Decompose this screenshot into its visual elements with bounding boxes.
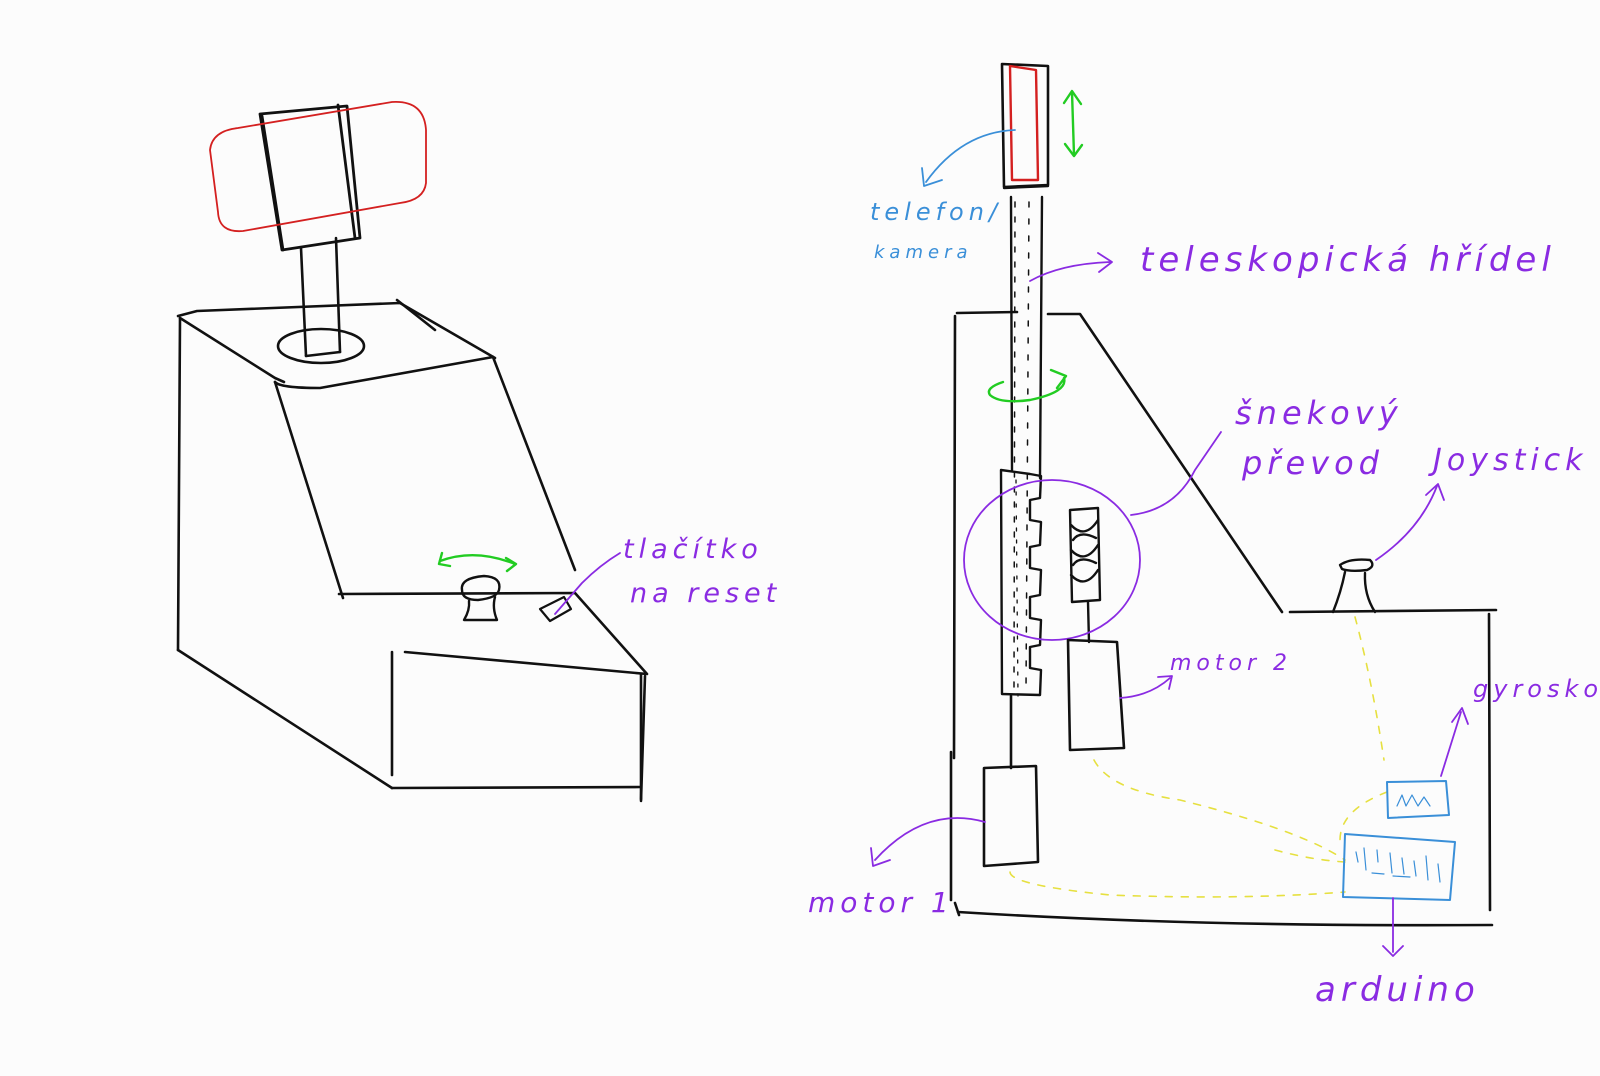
camera-pointer: [922, 130, 1015, 186]
joystick-pointer: [1376, 484, 1444, 560]
exterior-view: tlačítko na reset: [178, 102, 781, 801]
motor-1-pointer: [871, 818, 985, 866]
section-phone: [1002, 64, 1048, 188]
reset-button-label: tlačítko na reset: [623, 534, 781, 609]
camera-label: telefon/ kamera: [870, 198, 1015, 263]
gyroscope-label: gyroskop: [1473, 675, 1600, 703]
motor-2-pointer: [1120, 676, 1172, 698]
reset-leader-line: [555, 553, 620, 614]
worm-screw: [1070, 508, 1100, 642]
motor-1-label: motor 1: [808, 886, 954, 919]
arduino-module: [1343, 834, 1455, 900]
worm-gear-label: šnekový převod: [1235, 394, 1418, 482]
joystick-label: Joystick: [1428, 443, 1588, 478]
arduino-pointer: [1383, 898, 1403, 956]
phone-outline: [210, 102, 426, 231]
gyroscope-module: [1387, 781, 1449, 818]
panel-joystick: [462, 576, 500, 620]
joystick-rotation-arrow: [439, 553, 516, 571]
section-view: telefon/ kamera teleskopická hřídel: [808, 64, 1600, 1010]
phone-holder: [260, 105, 360, 250]
section-joystick: [1333, 560, 1375, 612]
phone-vertical-arrow: [1064, 91, 1082, 156]
motor-2: [1068, 640, 1124, 750]
worm-gear-highlight: [964, 480, 1140, 640]
cabinet-outline: [178, 300, 647, 801]
telescopic-shaft: [1011, 197, 1042, 696]
camera-shaft: [278, 238, 364, 363]
arduino-label: arduino: [1315, 970, 1480, 1010]
motor-1: [984, 696, 1038, 866]
motor-2-label: motor 2: [1170, 651, 1292, 676]
telescopic-shaft-label: teleskopická hřídel: [1140, 240, 1556, 280]
gyroscope-pointer: [1441, 708, 1468, 776]
gear-rack: [1001, 470, 1041, 695]
